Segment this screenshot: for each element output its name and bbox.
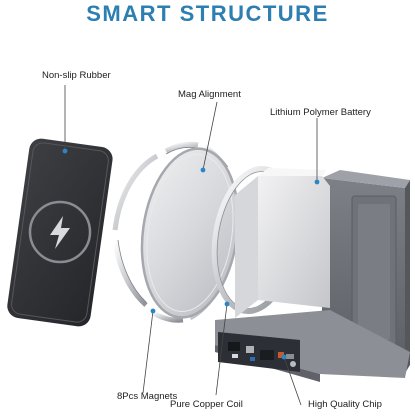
label-copper-coil: Pure Copper Coil [170, 399, 243, 410]
callout-dots [62, 148, 320, 360]
mag-alignment-disk [140, 147, 240, 319]
page-title: SMART STRUCTURE [86, 1, 329, 26]
label-mag-alignment: Mag Alignment [178, 89, 241, 100]
leader-lines [64, 85, 318, 406]
battery-case [215, 168, 410, 382]
rubber-pad [7, 138, 113, 327]
lightning-bolt-icon [50, 216, 70, 249]
circuit-board [218, 332, 300, 372]
label-lithium-battery: Lithium Polymer Battery [270, 107, 371, 118]
label-non-slip-rubber: Non-slip Rubber [42, 70, 111, 81]
label-high-quality-chip: High Quality Chip [308, 399, 382, 410]
label-magnets: 8Pcs Magnets [117, 391, 178, 402]
